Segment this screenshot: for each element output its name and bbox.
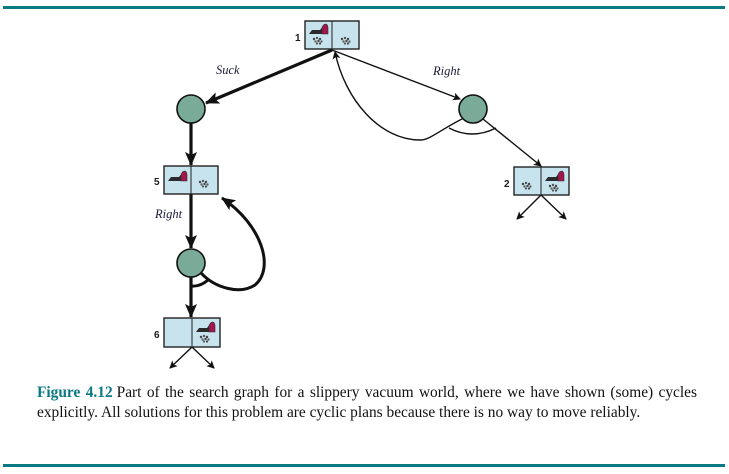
edge-label-right-5: Right xyxy=(154,207,183,221)
chance-node-suck-1 xyxy=(176,94,206,124)
state-5: 5 xyxy=(154,165,219,195)
edge-label-suck: Suck xyxy=(216,63,240,77)
top-rule xyxy=(3,6,725,9)
edge-right-to-2 xyxy=(482,118,542,167)
and-arc-right-5 xyxy=(190,278,209,288)
search-graph-diagram: Suck Right Right 1 5 xyxy=(154,20,570,369)
edge-suck-1 xyxy=(205,48,333,105)
edge-6-out-right xyxy=(191,346,215,369)
edge-label-right-1: Right xyxy=(432,64,461,78)
state-number: 5 xyxy=(154,177,160,188)
edge-right-1 xyxy=(331,49,461,101)
state-6: 6 xyxy=(154,317,221,348)
figure-caption-text: Part of the search graph for a slippery … xyxy=(37,384,697,421)
edge-2-out-left xyxy=(516,194,542,220)
bottom-rule xyxy=(3,464,725,467)
chance-node-right-5 xyxy=(176,248,206,278)
state-number: 6 xyxy=(154,330,160,341)
state-2: 2 xyxy=(504,166,570,196)
edge-2-out-right xyxy=(540,194,567,220)
state-number: 2 xyxy=(504,179,510,190)
edge-right-cycle-to-5 xyxy=(199,196,266,292)
edge-6-out-left xyxy=(169,346,193,369)
edge-right-cycle-to-1 xyxy=(332,51,463,141)
chance-node-right-1 xyxy=(458,94,488,124)
and-arc-right-1 xyxy=(448,127,497,135)
state-number: 1 xyxy=(295,33,301,44)
state-1: 1 xyxy=(295,20,360,50)
figure-label: Figure 4.12 xyxy=(37,384,113,401)
